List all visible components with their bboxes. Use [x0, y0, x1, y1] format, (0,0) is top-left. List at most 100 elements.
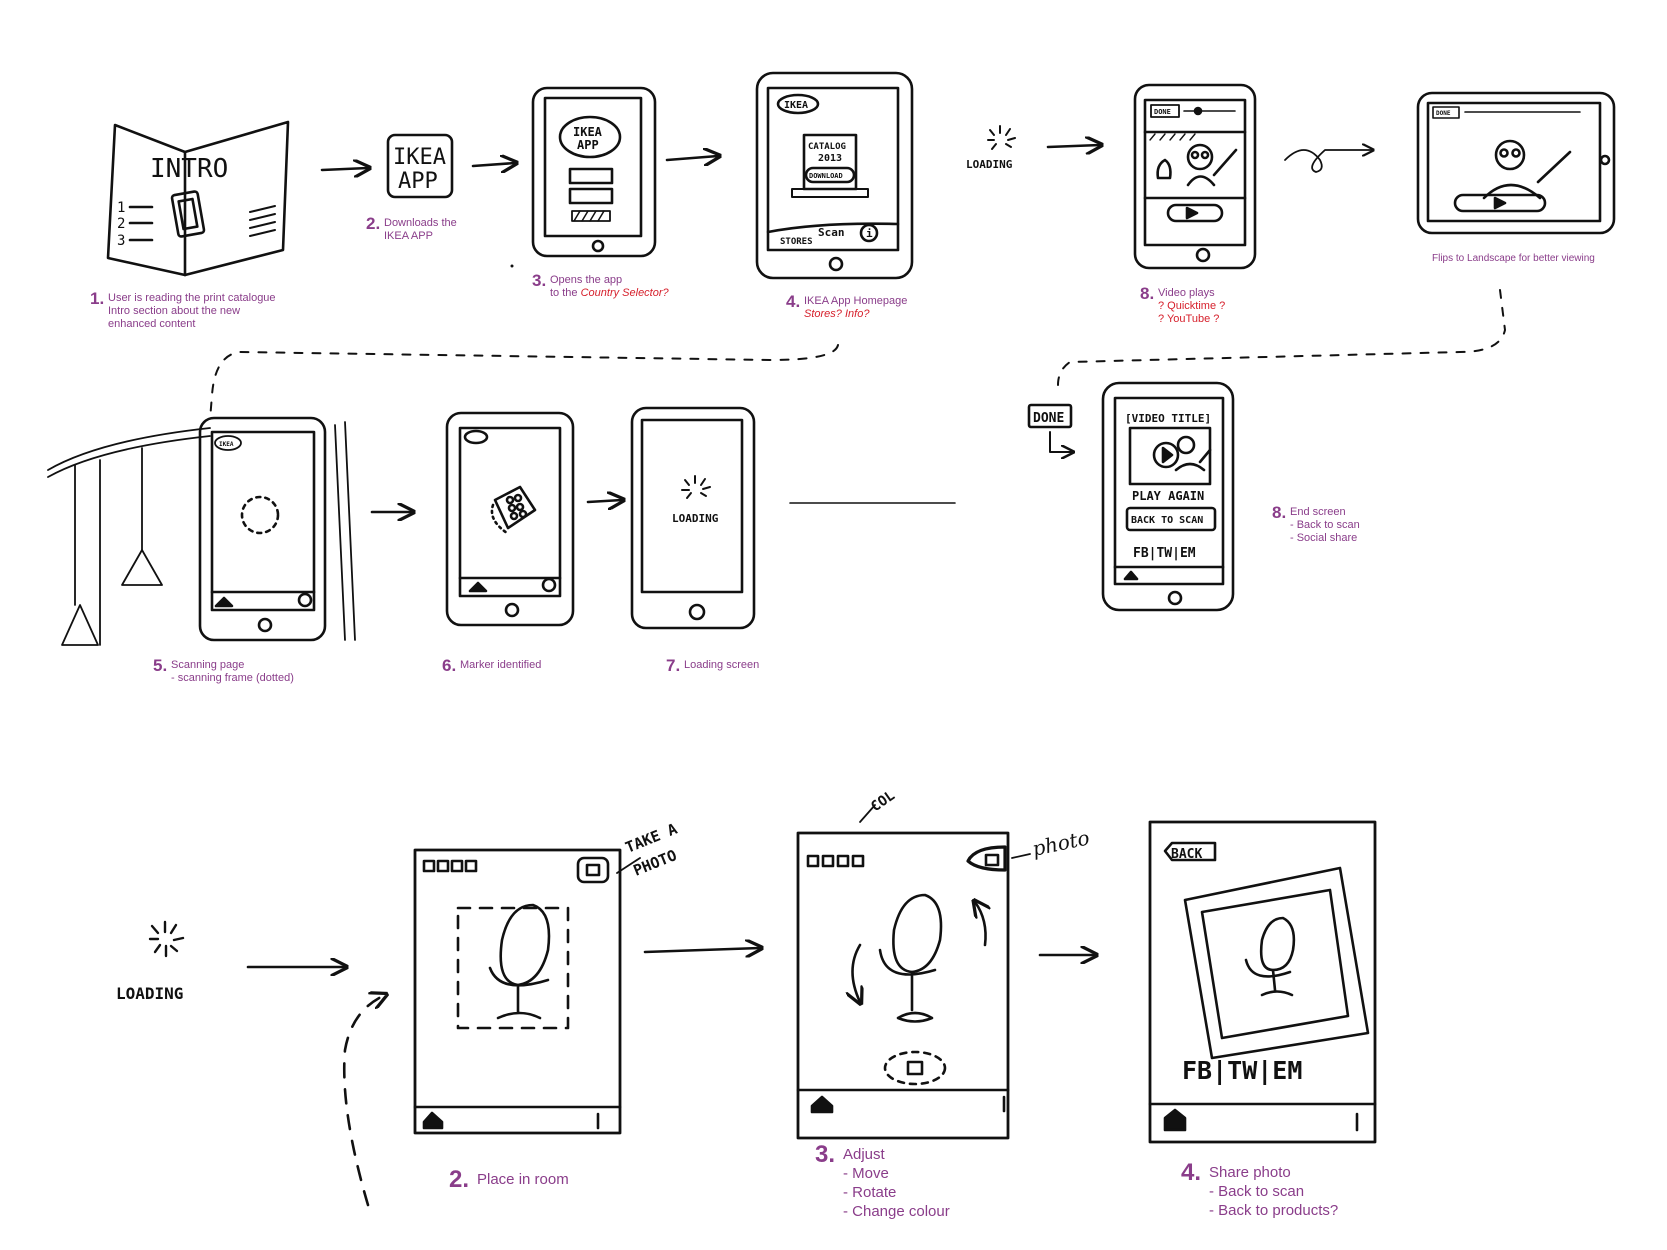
caption-step8-video: 8. Video plays ? Quicktime ? ? YouTube ? — [1140, 284, 1226, 326]
back-button: BACK — [1171, 847, 1202, 862]
catalogue-sketch: INTRO 1 2 3 — [106, 120, 290, 277]
caption-r3-step3-line4: - Change colour — [843, 1203, 950, 1220]
caption-step2-line1: Downloads the — [384, 217, 457, 229]
caption-r3-step4-line2: - Back to scan — [1209, 1183, 1305, 1200]
caption-step8b-line3: - Social share — [1290, 532, 1358, 544]
loading-label-row2: LOADING — [672, 512, 719, 525]
video-title-label: [VIDEO TITLE] — [1125, 412, 1211, 425]
loading-spark-row1: LOADING — [966, 125, 1016, 171]
caption-share-photo: 4. Share photo - Back to scan - Back to … — [1181, 1159, 1339, 1220]
curved-dashed-arrow — [342, 995, 385, 1207]
back-to-scan-button: BACK TO SCAN — [1131, 515, 1203, 526]
caption-step4: 4. IKEA App Homepage Stores? Info? — [786, 292, 908, 321]
caption-step1: 1. User is reading the print catalogue I… — [90, 289, 276, 331]
phone-scanning: IKEA — [198, 416, 327, 642]
caption-landscape: Flips to Landscape for better viewing — [1432, 253, 1595, 264]
caption-step4-line2: Stores? Info? — [804, 308, 870, 320]
caption-step6-line1: Marker identified — [460, 659, 542, 671]
catalog-year: 2013 — [818, 153, 842, 164]
caption-step2-line2: IKEA APP — [384, 230, 433, 242]
caption-step6: 6. Marker identified — [442, 656, 542, 675]
caption-step1-line2: Intro section about the new — [108, 305, 241, 317]
phone-share-photo: BACK FB|TW|EM — [1148, 820, 1377, 1144]
country-selector-logo-l2: APP — [577, 138, 599, 152]
caption-step8a-number: 8. — [1140, 284, 1155, 303]
scanning-ikea-logo: IKEA — [219, 441, 234, 448]
colour-label: COL — [868, 788, 898, 816]
done-tag: DONE — [1027, 403, 1072, 452]
app-icon-line1: IKEA — [393, 145, 446, 170]
done-landscape: DONE — [1436, 110, 1451, 117]
download-label: DOWNLOAD — [809, 172, 843, 180]
loading-label-row3: LOADING — [116, 984, 183, 1003]
caption-r3-step3-number: 3. — [815, 1141, 836, 1168]
country-selector-logo-l1: IKEA — [573, 125, 603, 139]
dashed-connector-right — [1057, 289, 1506, 386]
caption-step8a-line2: ? Quicktime ? — [1158, 300, 1226, 312]
caption-step8-end: 8. End screen - Back to scan - Social sh… — [1272, 503, 1360, 545]
caption-step8b-number: 8. — [1272, 503, 1287, 522]
caption-r3-step4-line1: Share photo — [1209, 1164, 1291, 1181]
caption-step4-number: 4. — [786, 292, 801, 311]
caption-step1-line1: User is reading the print catalogue — [108, 292, 276, 304]
caption-r3-step2-number: 2. — [449, 1166, 470, 1193]
caption-place-in-room: 2. Place in room — [449, 1166, 569, 1193]
phone-video-portrait: DONE — [1133, 83, 1257, 270]
scan-room-lamps — [47, 421, 356, 646]
share-social-links: FB|TW|EM — [1182, 1056, 1302, 1085]
caption-step4-line1: IKEA App Homepage — [804, 295, 908, 307]
caption-step7-line1: Loading screen — [684, 659, 760, 671]
phone-marker — [445, 411, 575, 627]
caption-step3: 3. Opens the app to the Country Selector… — [532, 271, 669, 300]
caption-step2: 2. Downloads the IKEA APP — [366, 214, 457, 243]
caption-r3-step3-line2: - Move — [843, 1165, 889, 1182]
info-tab: i — [866, 227, 873, 240]
caption-step3-number: 3. — [532, 271, 547, 290]
done-mini: DONE — [1154, 108, 1171, 116]
caption-step5-line2: - scanning frame (dotted) — [171, 672, 294, 684]
catalog-label: CATALOG — [808, 142, 846, 152]
caption-step8b-line2: - Back to scan — [1290, 519, 1360, 531]
photo-label: photo — [1030, 825, 1092, 860]
list-number-1: 1 — [117, 200, 125, 216]
caption-r3-step4-line3: - Back to products? — [1209, 1202, 1339, 1219]
social-share-links: FB|TW|EM — [1133, 546, 1196, 561]
caption-step6-number: 6. — [442, 656, 457, 675]
phone-loading: LOADING — [630, 406, 756, 630]
caption-step1-line3: enhanced content — [108, 318, 196, 330]
caption-r3-step3-line1: Adjust — [843, 1146, 885, 1163]
phone-adjust — [796, 831, 1010, 1140]
caption-step2-number: 2. — [366, 214, 381, 233]
caption-step7-number: 7. — [666, 656, 681, 675]
scan-tab: Scan — [818, 226, 845, 239]
caption-step3-line2: to the — [550, 287, 578, 299]
loading-spark-row3: LOADING — [116, 920, 185, 1003]
caption-step7: 7. Loading screen — [666, 656, 760, 675]
caption-step8b-line1: End screen — [1290, 506, 1346, 518]
phone-place-in-room — [413, 848, 622, 1135]
caption-step8a-line1: Video plays — [1158, 287, 1215, 299]
done-tag-label: DONE — [1033, 411, 1064, 426]
app-icon-line2: APP — [398, 169, 438, 194]
caption-step1-number: 1. — [90, 289, 105, 308]
homepage-ikea-logo: IKEA — [784, 100, 808, 111]
phone-end-screen: [VIDEO TITLE] PLAY AGAIN BACK TO SCAN FB… — [1101, 381, 1235, 612]
caption-r3-step4-number: 4. — [1181, 1159, 1202, 1186]
list-number-2: 2 — [117, 216, 125, 232]
caption-step5: 5. Scanning page - scanning frame (dotte… — [153, 656, 294, 685]
list-number-3: 3 — [117, 233, 125, 249]
caption-adjust: 3. Adjust - Move - Rotate - Change colou… — [815, 1141, 950, 1221]
phone-step3: IKEA APP — [531, 86, 657, 258]
caption-r3-step2-line1: Place in room — [477, 1171, 569, 1188]
stores-tab: STORES — [780, 237, 813, 247]
caption-step5-number: 5. — [153, 656, 168, 675]
caption-step3-line1: Opens the app — [550, 274, 623, 286]
caption-step8a-line3: ? YouTube ? — [1158, 313, 1220, 325]
tablet-landscape: DONE — [1416, 91, 1616, 235]
caption-r3-step3-line3: - Rotate — [843, 1184, 897, 1201]
loading-label-row1: LOADING — [966, 158, 1013, 171]
intro-label: INTRO — [150, 154, 228, 184]
caption-step3-country-selector: Country Selector? — [580, 287, 669, 299]
